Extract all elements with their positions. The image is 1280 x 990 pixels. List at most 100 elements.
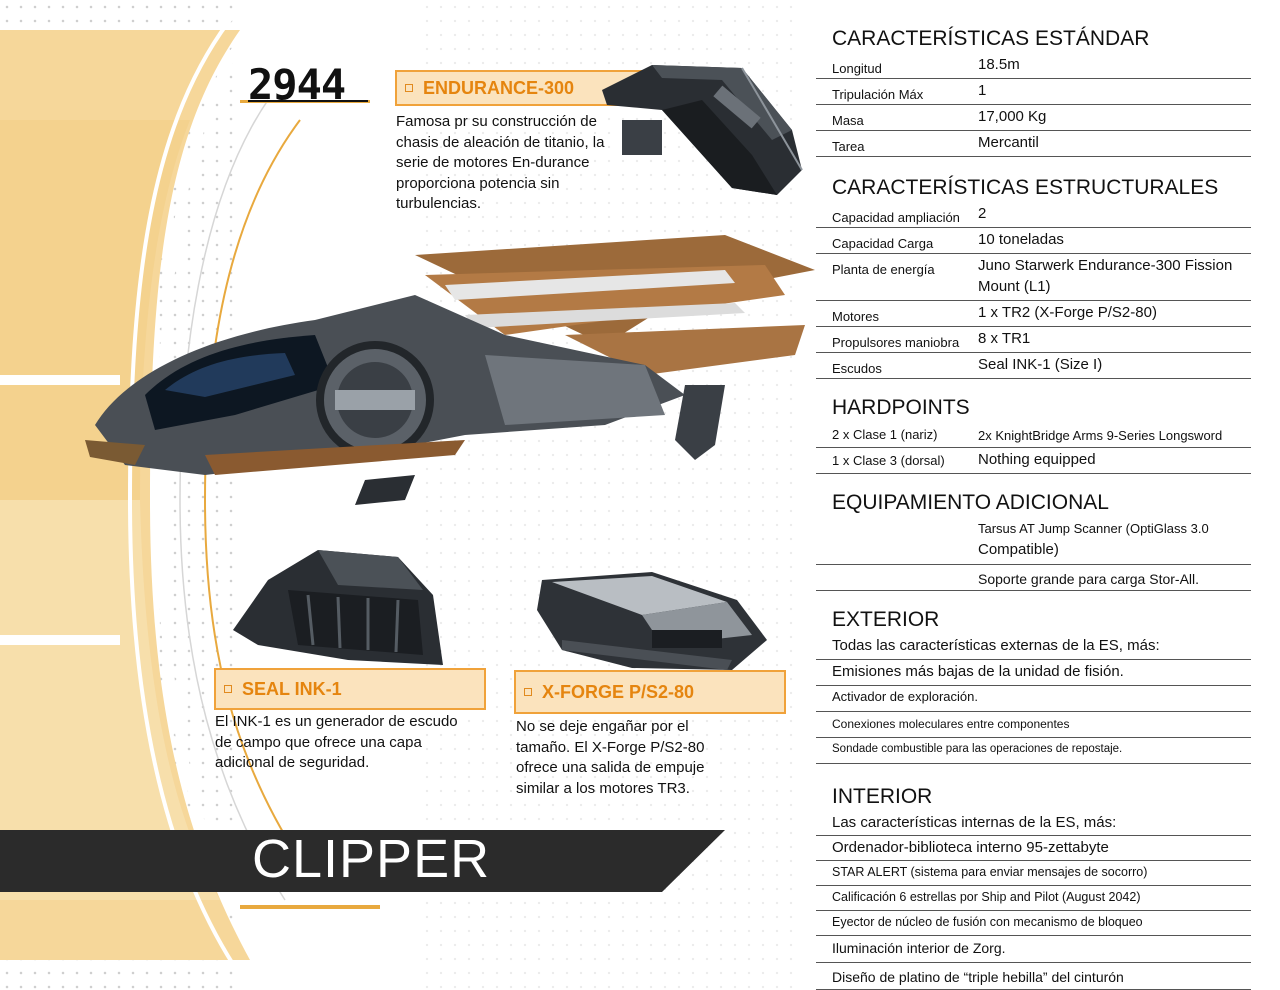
spec-value: Nothing equipped [978,451,1096,468]
spec-label: Longitud [832,61,882,76]
feature-row: Calificación 6 estrellas por Ship and Pi… [816,886,1251,911]
feature-text: Diseño de platino de “triple hebilla” de… [832,969,1124,985]
endurance-powerplant-image [602,65,803,195]
callout-title: SEAL INK-1 [242,678,342,699]
spec-label: Capacidad ampliación [832,210,960,225]
feature-text: Emisiones más bajas de la unidad de fisi… [832,663,1124,680]
section-title-standard: CARACTERÍSTICAS ESTÁNDAR [832,27,1150,50]
text-line: Famosa pr su construcción de [396,113,597,130]
spec-value-line: Juno Starwerk Endurance-300 Fission [978,257,1233,274]
feature-row: Sondade combustible para las operaciones… [816,738,1251,764]
spec-value-line: Tarsus AT Jump Scanner (OptiGlass 3.0 [978,521,1209,536]
feature-row: Todas las características externas de la… [816,634,1251,660]
section-title-hardpoints: HARDPOINTS [832,396,970,419]
spec-label: 2 x Clase 1 (nariz) [832,427,938,442]
spec-row: Soporte grande para carga Stor-All. [816,565,1251,591]
text-line: de campo que ofrece una capa [215,733,422,751]
feature-row: Iluminación interior de Zorg. [816,936,1251,963]
spec-value: Mercantil [978,134,1039,151]
callout-text-xforge: No se deje engañar por el tamaño. El X-F… [516,717,776,799]
feature-text: Todas las características externas de la… [832,637,1160,654]
callout-text-seal: El INK-1 es un generador de escudo de ca… [215,712,495,774]
spec-label: Planta de energía [832,262,935,277]
spec-label: Capacidad Carga [832,236,934,251]
feature-text: Activador de exploración. [832,689,978,704]
spec-value-line: Compatible) [978,541,1059,558]
feature-row: Eyector de núcleo de fusión con mecanism… [816,911,1251,936]
xforge-thruster-image [537,572,767,670]
spec-label: Tarea [832,139,865,154]
spec-value: 2 [978,205,987,222]
spec-value: 8 x TR1 [978,330,1031,347]
spec-row: Planta de energía Juno Starwerk Endurance… [816,254,1251,301]
feature-text: Sondade combustible para las operaciones… [832,743,1123,755]
spec-label: Propulsores maniobra [832,335,960,350]
feature-text: STAR ALERT (sistema para enviar mensajes… [832,865,1148,879]
feature-row: Ordenador-biblioteca interno 95-zettabyt… [816,836,1251,861]
spec-label: Motores [832,309,879,324]
feature-text: Conexiones moleculares entre componentes [832,717,1070,731]
spec-row: 1 x Clase 3 (dorsal) Nothing equipped [816,448,1251,474]
spec-label: Escudos [832,361,882,376]
text-line: El INK-1 es un generador de escudo [215,713,458,730]
seal-ink1-image [233,550,443,665]
text-line: adicional de seguridad. [215,754,370,771]
section-title-structural: CARACTERÍSTICAS ESTRUCTURALES [832,176,1219,199]
specs-panel: CARACTERÍSTICAS ESTÁNDAR Longitud 18.5m T… [816,24,1251,990]
section-title-exterior: EXTERIOR [832,608,940,631]
spec-value: 10 toneladas [978,231,1064,248]
spec-row: Tarea Mercantil [816,131,1251,157]
text-line: similar a los motores TR3. [516,779,690,797]
section-title-interior: INTERIOR [832,785,933,808]
feature-row: Conexiones moleculares entre componentes [816,712,1251,738]
text-line: proporciona potencia sin [396,174,560,192]
spec-value-line: Mount (L1) [978,278,1051,295]
brand-number: 2944 [248,60,346,109]
bullet-icon [405,84,413,92]
spec-value: Seal INK-1 (Size I) [978,356,1103,373]
feature-row: Activador de exploración. [816,686,1251,712]
feature-text: Ordenador-biblioteca interno 95-zettabyt… [832,839,1109,856]
feature-text: Eyector de núcleo de fusión con mecanism… [832,915,1143,929]
spec-row: Escudos Seal INK-1 (Size I) [816,353,1251,379]
callout-xforge: X-FORGE P/S2-80 [514,670,786,714]
spec-label: 1 x Clase 3 (dorsal) [832,453,945,468]
text-line: serie de motores En-durance [396,154,590,171]
spec-row: Motores 1 x TR2 (X-Forge P/S2-80) [816,301,1251,327]
callout-text-endurance: Famosa pr su construcción de chasis de a… [396,112,636,215]
feature-text-inner: Calificación 6 estrellas por Ship and Pi… [832,890,1141,904]
text-line: turbulencias. [396,195,482,212]
text-line: No se deje engañar por el [516,718,689,735]
feature-text: Iluminación interior de Zorg. [832,940,1006,956]
bullet-icon [524,688,532,696]
feature-text: Las características internas de la ES, m… [832,814,1117,831]
callout-title: ENDURANCE-300 [423,77,575,98]
spec-row: Capacidad Carga 10 toneladas [816,228,1251,254]
text-line: ofrece una salida de empuje [516,759,705,776]
brand-logo: 2944 [248,60,368,109]
title-banner [0,830,725,892]
spec-value: 1 [978,82,987,99]
spec-row: Propulsores maniobra 8 x TR1 [816,327,1251,353]
callout-seal: SEAL INK-1 [214,668,486,710]
callout-endurance: ENDURANCE-300 [395,70,643,106]
callout-title: X-FORGE P/S2-80 [542,681,695,702]
spec-value: 18.5m [978,56,1020,73]
feature-row: Diseño de platino de “triple hebilla” de… [816,963,1251,990]
spec-row: Capacidad ampliación 2 [816,202,1251,228]
ship-title: CLIPPER [252,829,491,889]
spec-label: Tripulación Máx [832,87,924,102]
feature-row: Emisiones más bajas de la unidad de fisi… [816,660,1251,686]
clipper-ship-image [85,235,815,505]
spec-row: Tripulación Máx 1 [816,79,1251,105]
spec-value: 1 x TR2 (X-Forge P/S2-80) [978,304,1157,321]
decorative-background [0,30,380,960]
feature-row: STAR ALERT (sistema para enviar mensajes… [816,861,1251,886]
bullet-icon [224,685,232,693]
text-line: tamaño. El X-Forge P/S2-80 [516,738,705,756]
spec-row: 2 x Clase 1 (nariz)2x KnightBridge Arms … [816,422,1251,448]
section-title-additional: EQUIPAMIENTO ADICIONAL [832,491,1109,514]
spec-row: Longitud 18.5m [816,53,1251,79]
